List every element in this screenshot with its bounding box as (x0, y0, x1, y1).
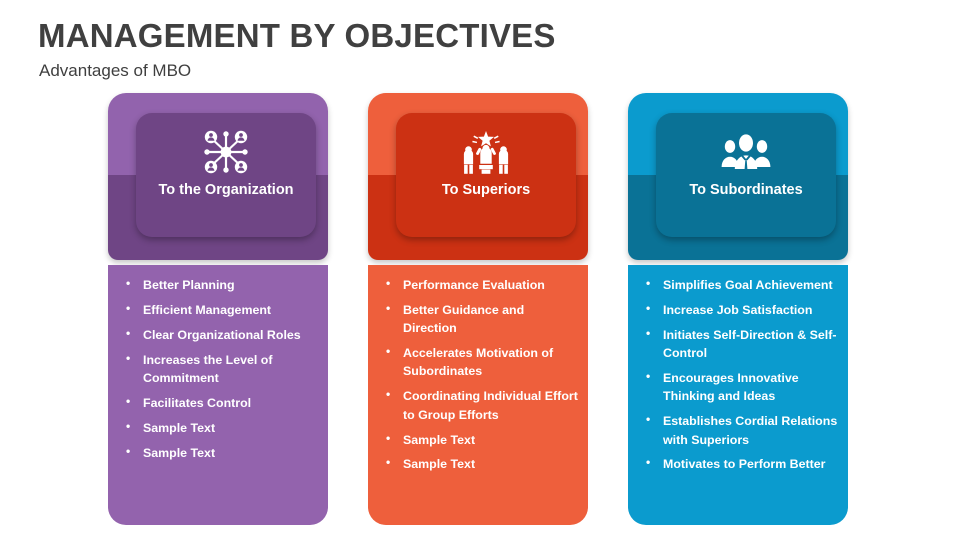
list-item: Simplifies Goal Achievement (638, 275, 838, 294)
list-item: Performance Evaluation (378, 275, 578, 294)
list-item: Encourages Innovative Thinking and Ideas (638, 368, 838, 406)
list-item: Motivates to Perform Better (638, 454, 838, 473)
card-title-subordinates: To Subordinates (689, 182, 803, 198)
bullet-panel-organization: Better Planning Efficient Management Cle… (108, 265, 328, 525)
card-inner-superiors[interactable]: To Superiors (396, 113, 576, 237)
card-header-organization[interactable]: To the Organization (108, 93, 328, 260)
list-item: Sample Text (118, 442, 318, 462)
list-item: Facilitates Control (118, 393, 318, 412)
list-item: Clear Organizational Roles (118, 325, 318, 344)
column-organization[interactable]: To the Organization (108, 93, 328, 260)
page-title: MANAGEMENT BY OBJECTIVES (38, 17, 556, 54)
bullet-list-subordinates: Simplifies Goal Achievement Increase Job… (638, 275, 838, 474)
bullet-list-superiors: Performance Evaluation Better Guidance a… (378, 275, 578, 474)
list-item: Accelerates Motivation of Subordinates (378, 343, 578, 381)
list-item: Establishes Cordial Relations with Super… (638, 411, 838, 449)
people-group-icon (717, 127, 775, 177)
card-title-superiors: To Superiors (441, 182, 531, 198)
card-header-superiors[interactable]: To Superiors (368, 93, 588, 260)
card-inner-subordinates[interactable]: To Subordinates (656, 113, 836, 237)
column-superiors[interactable]: To Superiors (368, 93, 588, 260)
podium-winner-star-icon (457, 127, 515, 177)
list-item: Sample Text (378, 429, 578, 449)
list-item: Better Guidance and Direction (378, 300, 578, 338)
list-item: Coordinating Individual Effort to Group … (378, 386, 578, 424)
network-hub-people-icon (197, 127, 255, 177)
column-subordinates[interactable]: To Subordinates (628, 93, 848, 260)
page-subtitle: Advantages of MBO (39, 61, 192, 80)
list-item: Better Planning (118, 275, 318, 294)
bullet-panel-subordinates: Simplifies Goal Achievement Increase Job… (628, 265, 848, 525)
list-item: Increase Job Satisfaction (638, 300, 838, 319)
bullet-panel-superiors: Performance Evaluation Better Guidance a… (368, 265, 588, 525)
list-item: Sample Text (118, 418, 318, 437)
list-item: Efficient Management (118, 300, 318, 319)
bullet-list-organization: Better Planning Efficient Management Cle… (118, 275, 318, 462)
card-title-organization: To the Organization (158, 182, 294, 198)
card-inner-organization[interactable]: To the Organization (136, 113, 316, 237)
list-item: Sample Text (378, 454, 578, 473)
card-header-subordinates[interactable]: To Subordinates (628, 93, 848, 260)
list-item: Increases the Level of Commitment (118, 350, 318, 388)
list-item: Initiates Self-Direction & Self-Control (638, 325, 838, 363)
